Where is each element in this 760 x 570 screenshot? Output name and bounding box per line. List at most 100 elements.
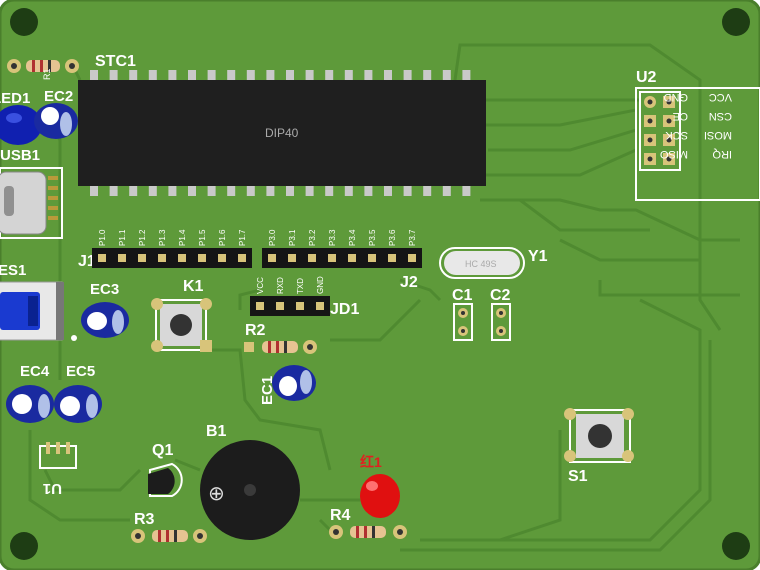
header-pin-label: P1.6 xyxy=(218,229,227,246)
s1-label: S1 xyxy=(568,468,588,485)
ec3-label: EC3 xyxy=(90,281,119,298)
regulator-u1[interactable] xyxy=(39,442,77,469)
dip40-pin-bottom xyxy=(344,184,353,196)
red1-label: 红1 xyxy=(360,454,382,470)
mounting-holes xyxy=(10,8,750,560)
capacitor-ec3[interactable] xyxy=(81,302,129,338)
button-k1[interactable] xyxy=(151,298,212,352)
header-pin xyxy=(118,254,126,262)
dip40-pin-bottom xyxy=(148,184,157,196)
button-s1[interactable] xyxy=(564,408,634,463)
led1-label: LED1 xyxy=(0,90,30,107)
mount-hole-tl xyxy=(10,8,38,36)
header-pin-label: P1.3 xyxy=(158,229,167,246)
es1-label: ES1 xyxy=(0,262,26,279)
r2-label: R2 xyxy=(245,322,266,339)
y1-label: Y1 xyxy=(528,248,548,265)
u2-pin-label: MOSI xyxy=(704,129,732,141)
header-pin-label: P1.2 xyxy=(138,229,147,246)
capacitor-c2[interactable] xyxy=(491,303,511,341)
u2-pin-label: MISO xyxy=(659,148,688,160)
usb1-connector[interactable] xyxy=(0,167,63,239)
header-pin xyxy=(238,254,246,262)
resistor-r1[interactable]: R1 xyxy=(7,59,79,80)
crystal-y1[interactable]: HC 49S xyxy=(439,247,525,279)
header-jd1[interactable] xyxy=(250,296,330,316)
dip40-pin-top xyxy=(168,70,177,82)
u2-label: U2 xyxy=(636,69,657,86)
stc1-body xyxy=(78,80,486,186)
dip40-pin-top xyxy=(246,70,255,82)
capacitor-ec4[interactable] xyxy=(6,385,54,423)
stc1-chip[interactable] xyxy=(90,70,471,196)
dip40-pin-top xyxy=(364,70,373,82)
dip40-pin-top xyxy=(129,70,138,82)
jd1-label: JD1 xyxy=(330,301,359,318)
dip40-pin-top xyxy=(207,70,216,82)
header-pin-label: P1.7 xyxy=(238,229,247,246)
dip40-pin-top xyxy=(266,70,275,82)
dip40-pin-bottom xyxy=(442,184,451,196)
capacitor-ec1[interactable] xyxy=(272,365,316,401)
buzzer-b1[interactable]: ⊕ xyxy=(200,440,300,540)
dip40-pin-bottom xyxy=(207,184,216,196)
dip40-pin-top xyxy=(325,70,334,82)
dip40-pin-bottom xyxy=(109,184,118,196)
ec1-label: EC1 xyxy=(259,376,276,405)
dip40-pin-top xyxy=(109,70,118,82)
dip40-pin-top xyxy=(227,70,236,82)
transistor-q1[interactable] xyxy=(148,462,183,497)
b1-label: B1 xyxy=(206,423,227,440)
header-pin-label: P3.6 xyxy=(388,229,397,246)
u2-pin-hole xyxy=(666,99,672,105)
header-pin-label: GND xyxy=(316,276,325,294)
header-pin xyxy=(308,254,316,262)
switch-es1[interactable] xyxy=(0,281,64,341)
header-pin xyxy=(348,254,356,262)
dip40-pin-bottom xyxy=(286,184,294,196)
header-j2[interactable] xyxy=(262,248,422,268)
header-pin-label: P1.0 xyxy=(98,229,107,246)
u2-pin-label: IRQ xyxy=(712,148,732,160)
header-pin xyxy=(276,302,284,310)
dip40-pin-top xyxy=(462,70,471,82)
dip40-pin-bottom xyxy=(188,184,196,196)
resistor-r3[interactable] xyxy=(131,529,207,543)
capacitor-c1[interactable] xyxy=(453,303,473,341)
crystal-marking: HC 49S xyxy=(465,259,497,269)
led-red[interactable] xyxy=(360,474,400,518)
ec5-label: EC5 xyxy=(66,363,95,380)
resistor-r4[interactable] xyxy=(329,525,407,539)
dip40-pin-bottom xyxy=(384,184,392,196)
header-pin xyxy=(328,254,336,262)
dip40-pin-bottom xyxy=(227,184,236,196)
header-pin xyxy=(138,254,146,262)
capacitor-ec2[interactable] xyxy=(34,103,78,139)
dip40-pin-bottom xyxy=(325,184,334,196)
dip40-pin-top xyxy=(403,70,412,82)
dip40-pin-top xyxy=(286,70,294,82)
header-pin xyxy=(198,254,206,262)
stc1-label: STC1 xyxy=(95,53,136,70)
u2-pin-hole xyxy=(647,156,653,162)
led-blue-led1[interactable] xyxy=(0,105,42,145)
r3-label: R3 xyxy=(134,511,155,528)
u2-pin-label: CSN xyxy=(709,110,732,122)
capacitor-ec5[interactable] xyxy=(54,385,102,423)
header-pin xyxy=(316,302,324,310)
u2-module[interactable] xyxy=(635,87,760,201)
header-j1[interactable] xyxy=(92,248,252,268)
ec4-label: EC4 xyxy=(20,363,50,380)
header-pin xyxy=(158,254,166,262)
dip40-pin-top xyxy=(90,70,98,82)
resistor-r2[interactable] xyxy=(244,340,317,354)
header-pin xyxy=(388,254,396,262)
dip40-pin-bottom xyxy=(462,184,471,196)
header-pin-label: P3.3 xyxy=(328,229,337,246)
header-pin-label: P1.5 xyxy=(198,229,207,246)
header-pin xyxy=(218,254,226,262)
header-pin-label: TXD xyxy=(296,278,305,294)
dip40-pin-top xyxy=(423,70,432,82)
header-pin xyxy=(178,254,186,262)
